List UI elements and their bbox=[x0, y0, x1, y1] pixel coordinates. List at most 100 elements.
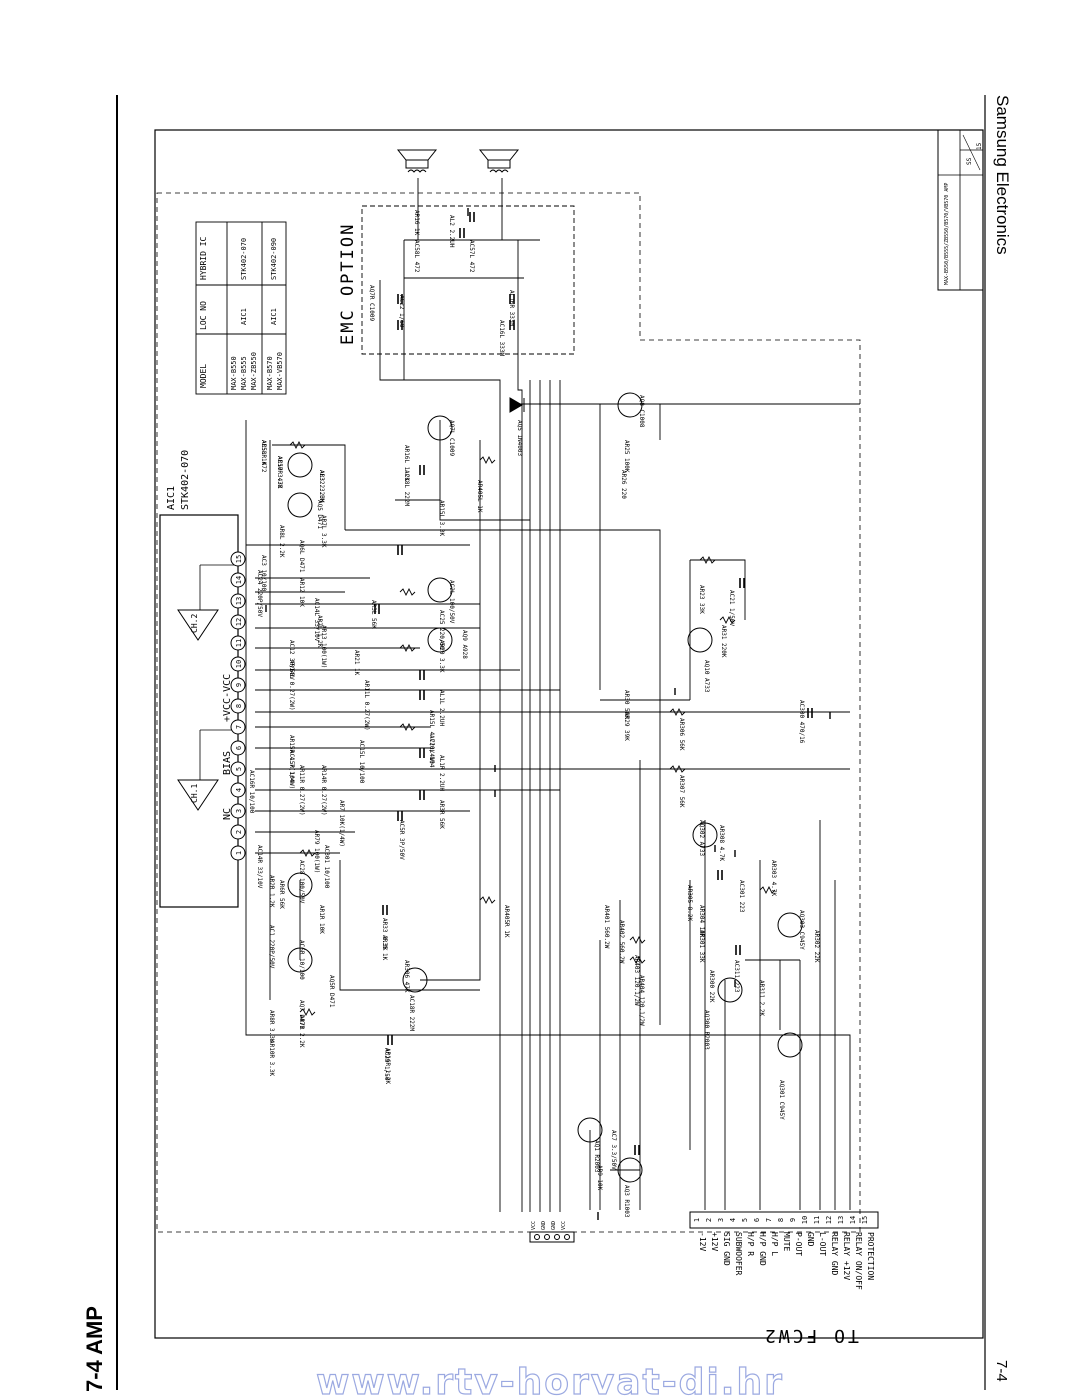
component-label: AQ301 C945Y bbox=[778, 1080, 785, 1120]
ic-pin-number: 10 bbox=[235, 660, 243, 668]
component-label: AQ9 A928 bbox=[461, 630, 468, 659]
model-table-grid bbox=[195, 221, 287, 395]
ic-pin-3 bbox=[230, 803, 246, 819]
ground-symbols bbox=[265, 208, 831, 1220]
title-block bbox=[937, 129, 984, 291]
component-label: AL2 2.2UH bbox=[448, 215, 455, 248]
connector-pin-label: L-OUT bbox=[818, 1232, 827, 1256]
ic-pin-number: 7 bbox=[235, 725, 243, 729]
component-label: AQ5 D471 bbox=[316, 500, 323, 529]
connector-pin-label: PROTECTION bbox=[866, 1232, 875, 1280]
loc-row2: AIC1 bbox=[270, 308, 278, 325]
ic-pin-2 bbox=[230, 824, 246, 840]
title-block-rev: 15 bbox=[976, 142, 983, 150]
speaker-left bbox=[396, 149, 438, 173]
component-label: AC2L 100/50V bbox=[448, 580, 455, 624]
connector-pin-number: 11 bbox=[813, 1216, 821, 1224]
connector-fcw2 bbox=[689, 1211, 879, 1229]
component-label: AQ6L D471 bbox=[298, 540, 305, 573]
ic-pin-9 bbox=[230, 677, 246, 693]
component-label: AR20 3.3K bbox=[438, 640, 445, 673]
ic-pin-11 bbox=[230, 635, 246, 651]
ic-pin-number: 14 bbox=[235, 576, 243, 584]
component-label: AC15L 10/100 bbox=[358, 740, 365, 784]
ic-pin-8 bbox=[230, 698, 246, 714]
section-title: 7-4 AMP bbox=[82, 1306, 107, 1392]
component-label: AC12 3P/50V bbox=[288, 640, 295, 680]
component-label: AR308 4.7K bbox=[718, 825, 725, 862]
component-label: AR7L 3.3K bbox=[320, 515, 327, 548]
emc-option-label: EMC OPTION bbox=[338, 222, 358, 345]
component-label: AR15L 3.3K bbox=[438, 500, 445, 537]
power-header-label: VCC bbox=[531, 1221, 537, 1230]
component-label: AR2R 1.2K bbox=[268, 875, 275, 908]
ic-row2: STK402-090 bbox=[270, 237, 278, 280]
ch1-label: CH.1 bbox=[190, 783, 199, 803]
ic-pin-number: 5 bbox=[235, 767, 243, 771]
component-label: AR11R 0.27(2W) bbox=[298, 765, 305, 816]
ic-name-label: AIC1 bbox=[166, 485, 177, 510]
component-label: AR30 56K bbox=[623, 690, 630, 719]
component-label: AC14L 33/10V bbox=[313, 598, 320, 642]
connector-pin-number: 4 bbox=[729, 1218, 737, 1222]
component-label: AR307 56K bbox=[678, 775, 685, 808]
component-label: AC57L 472 bbox=[468, 240, 475, 273]
model-row2-a: MAX-B570 bbox=[266, 356, 274, 390]
component-label: AR304 10K bbox=[698, 905, 705, 938]
ic-pin-number: 8 bbox=[235, 704, 243, 708]
component-label: AQ5 1N4003 bbox=[516, 420, 523, 457]
component-label: AC1 220P/50V bbox=[268, 925, 275, 969]
connector-pin-label: P-OUT bbox=[794, 1232, 803, 1256]
connector-pin-label: SUBWOOFER bbox=[734, 1232, 743, 1276]
power-header bbox=[529, 1231, 575, 1243]
ic-pin-number: 4 bbox=[235, 788, 243, 792]
ic-pin-number: 9 bbox=[235, 683, 243, 687]
component-label: AR2L 1.2K bbox=[316, 615, 323, 648]
component-label: AR29 39K bbox=[623, 712, 630, 741]
component-label: AC300 470/16 bbox=[798, 700, 805, 744]
component-label: AC58L 472 bbox=[413, 240, 420, 273]
connector-pin-number: 7 bbox=[765, 1218, 773, 1222]
component-label: AC6R 10/100 bbox=[298, 940, 305, 980]
loc-header: LOC NO bbox=[199, 301, 208, 330]
component-label: AR306 47K bbox=[403, 960, 410, 993]
component-label: AL3 2.2UH bbox=[318, 470, 325, 503]
ic-pin-14 bbox=[230, 572, 246, 588]
component-label: AR3R 56K bbox=[438, 800, 445, 829]
ic-pin-15 bbox=[230, 551, 246, 567]
component-label: AQ302 A733 bbox=[698, 820, 705, 857]
component-label: AQ7 D471 bbox=[298, 1000, 305, 1029]
component-label: AQ303 C945Y bbox=[798, 910, 805, 950]
component-label: AR16 1K bbox=[413, 210, 420, 236]
component-label: AC23 1/50 bbox=[383, 1048, 390, 1081]
title-block-sheet: SS bbox=[966, 157, 973, 165]
component-label: AQ1 R2003 bbox=[593, 1140, 600, 1173]
power-header-label: GND bbox=[541, 1221, 547, 1230]
power-header-label: GND bbox=[551, 1221, 557, 1230]
ic-pin-1 bbox=[230, 845, 246, 861]
ic-pin-number: 3 bbox=[235, 809, 243, 813]
component-label: AR10 3.3K bbox=[276, 456, 283, 489]
ic-pin-number: 1 bbox=[235, 851, 243, 855]
power-header-label: VCC bbox=[561, 1221, 567, 1230]
ic-pin-5 bbox=[230, 761, 246, 777]
component-label: AR405R 1K bbox=[503, 905, 510, 938]
component-label: AQ300 R2003 bbox=[703, 1010, 710, 1050]
connector-pin-number: 8 bbox=[777, 1218, 785, 1222]
component-label: AC25 220/50 bbox=[438, 610, 445, 650]
component-label: AR5L 1K bbox=[260, 440, 267, 466]
component-label: AR301 33K bbox=[698, 930, 705, 963]
connector-pin-number: 5 bbox=[741, 1218, 749, 1222]
component-label: AR14R 0.27(2W) bbox=[320, 765, 327, 816]
component-label: AQ7R C1009 bbox=[368, 285, 375, 322]
component-label: AR8L 2.2K bbox=[278, 525, 285, 558]
capacitor-symbols bbox=[374, 212, 813, 1155]
component-label: AC16L 333M bbox=[498, 320, 505, 357]
watermark: www.rtv-horvat-di.hr bbox=[316, 1361, 784, 1397]
emc-option-box bbox=[361, 205, 575, 355]
component-label: AQ5R D471 bbox=[328, 975, 335, 1008]
model-row1-c: MAX-ZB550 bbox=[250, 352, 258, 390]
connector-pin-label: -12V bbox=[698, 1232, 707, 1251]
component-label: AC301 10/100 bbox=[323, 845, 330, 889]
